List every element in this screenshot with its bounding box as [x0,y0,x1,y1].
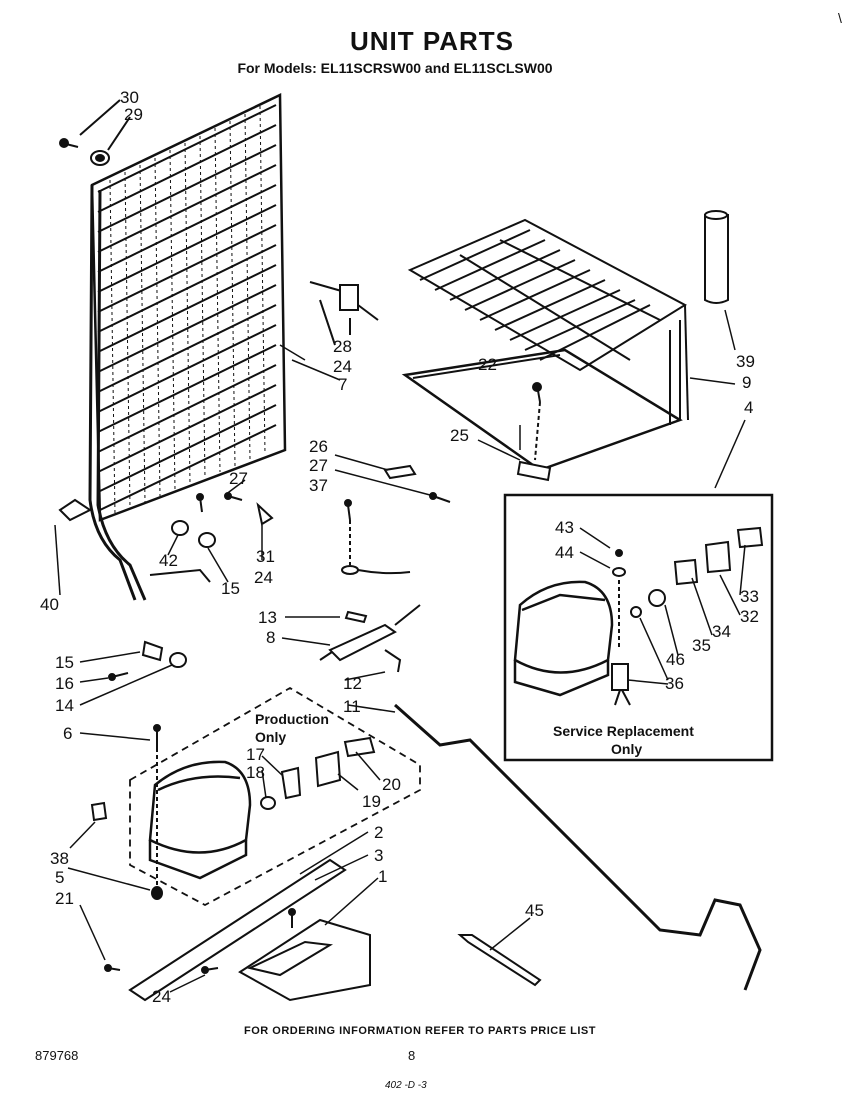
drier-parts-8-13 [319,604,421,673]
callout-34: 34 [712,622,731,641]
print-stamp: 402 -D -3 [385,1080,427,1091]
evaporator-assembly [401,218,689,472]
callout-43: 43 [555,518,574,537]
callout-27b: 27 [229,469,248,488]
callout-1: 1 [378,867,387,886]
callout-6: 6 [63,724,72,743]
callout-46: 46 [666,650,685,669]
tie-part-45 [457,934,542,987]
parts-15-16-14 [108,640,187,681]
callout-9: 9 [742,373,751,392]
production-label: Production [255,711,329,727]
callout-35: 35 [692,636,711,655]
callout-27a: 27 [309,456,328,475]
callout-12: 12 [343,674,362,693]
callout-13: 13 [258,608,277,627]
callout-3: 3 [374,846,383,865]
service-parts [611,526,764,706]
callout-2: 2 [374,823,383,842]
models-subtitle: For Models: EL11SCRSW00 and EL11SCLSW00 [237,60,553,76]
service-replacement-box: Service Replacement Only [503,493,774,762]
compressor-service [513,580,614,697]
page-title: UNIT PARTS [349,26,515,56]
tube-part-11 [394,703,762,991]
callout-21: 21 [55,889,74,908]
condenser-coil [88,93,287,601]
screw-grommet-top [59,99,131,166]
callout-28: 28 [333,337,352,356]
callout-17: 17 [246,745,265,764]
callout-38: 38 [50,849,69,868]
bolt-part-6 [151,724,163,900]
callout-20: 20 [382,775,401,794]
callout-24c: 24 [152,987,171,1006]
callout-7: 7 [338,375,347,394]
callout-numbers: 30 29 28 24 7 39 22 9 4 25 26 27 37 27 4… [40,88,759,1006]
parts-26-27-37 [341,464,451,575]
callout-15b: 15 [55,653,74,672]
tube-part-39 [704,210,729,304]
callout-44: 44 [555,543,574,562]
parts-17-18-19-20 [260,736,376,810]
callout-15a: 15 [221,579,240,598]
part-38 [90,801,108,822]
service-only-label: Only [611,741,642,757]
callout-39: 39 [736,352,755,371]
service-label: Service Replacement [553,723,694,739]
callout-16: 16 [55,674,74,693]
bracket-part-28 [309,281,379,346]
callout-11: 11 [343,697,361,716]
callout-22: 22 [478,355,497,374]
callout-24b: 24 [254,568,273,587]
callout-5: 5 [55,868,64,887]
callout-37: 37 [309,476,328,495]
callout-26: 26 [309,437,328,456]
callout-8: 8 [266,628,275,647]
callout-25: 25 [450,426,469,445]
callout-36: 36 [665,674,684,693]
leader-lines [54,309,746,993]
callout-33: 33 [740,587,759,606]
callout-32: 32 [740,607,759,626]
compressor-production [148,760,252,880]
production-only-label: Only [255,729,286,745]
document-number: 879768 [35,1048,79,1063]
callout-30: 30 [120,88,139,107]
callout-14: 14 [55,696,74,715]
ordering-note: FOR ORDERING INFORMATION REFER TO PARTS … [244,1025,596,1037]
screw-bracket-22-25 [516,382,552,482]
callout-31: 31 [256,547,275,566]
compressor-base [104,858,371,1002]
callout-42: 42 [159,551,178,570]
callout-40: 40 [40,595,59,614]
corner-mark: \ [838,10,842,26]
callout-24a: 24 [333,357,352,376]
callout-45: 45 [525,901,544,920]
callout-4: 4 [744,398,753,417]
callout-29: 29 [124,105,143,124]
callout-18: 18 [246,763,265,782]
page-number: 8 [408,1048,416,1063]
callout-19: 19 [362,792,381,811]
production-only-box: Production Only [129,686,421,907]
